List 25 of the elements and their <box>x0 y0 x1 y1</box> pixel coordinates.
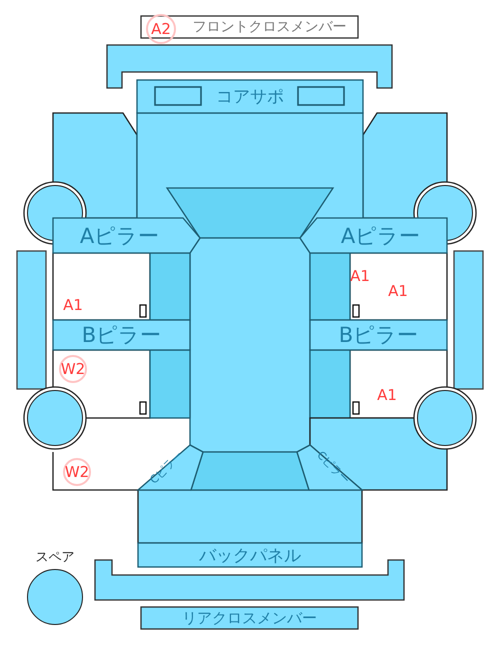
cross-member-box <box>141 16 358 38</box>
damage-mark: W2 <box>59 355 87 383</box>
part-label: Bピラー <box>82 322 162 349</box>
damage-code: A1 <box>388 282 408 300</box>
part-label: フロントクロスメンバー <box>192 18 346 36</box>
part-label: Aピラー <box>80 222 160 250</box>
damage-code: A1 <box>63 296 83 314</box>
pillar-panel <box>53 320 190 350</box>
part-label: Aピラー <box>340 222 420 250</box>
part-label: Cピラー <box>314 448 354 488</box>
back-panel <box>138 543 362 567</box>
cross-member-box <box>141 607 358 629</box>
pillar-panel <box>53 218 200 253</box>
part-label: コアサポ <box>216 86 284 108</box>
damage-mark: A2 <box>146 14 176 44</box>
part-label: Cピラー <box>146 448 186 488</box>
pillar-panel <box>310 320 447 350</box>
part-label: リアクロスメンバー <box>182 608 317 628</box>
part-label: バックパネル <box>199 544 301 566</box>
pillar-panel <box>300 218 447 253</box>
damage-mark: W2 <box>63 458 91 486</box>
damage-code: A1 <box>377 386 397 404</box>
core-support-panel <box>137 80 363 113</box>
part-label: Bピラー <box>338 322 418 349</box>
part-caption: スペア <box>36 549 74 566</box>
